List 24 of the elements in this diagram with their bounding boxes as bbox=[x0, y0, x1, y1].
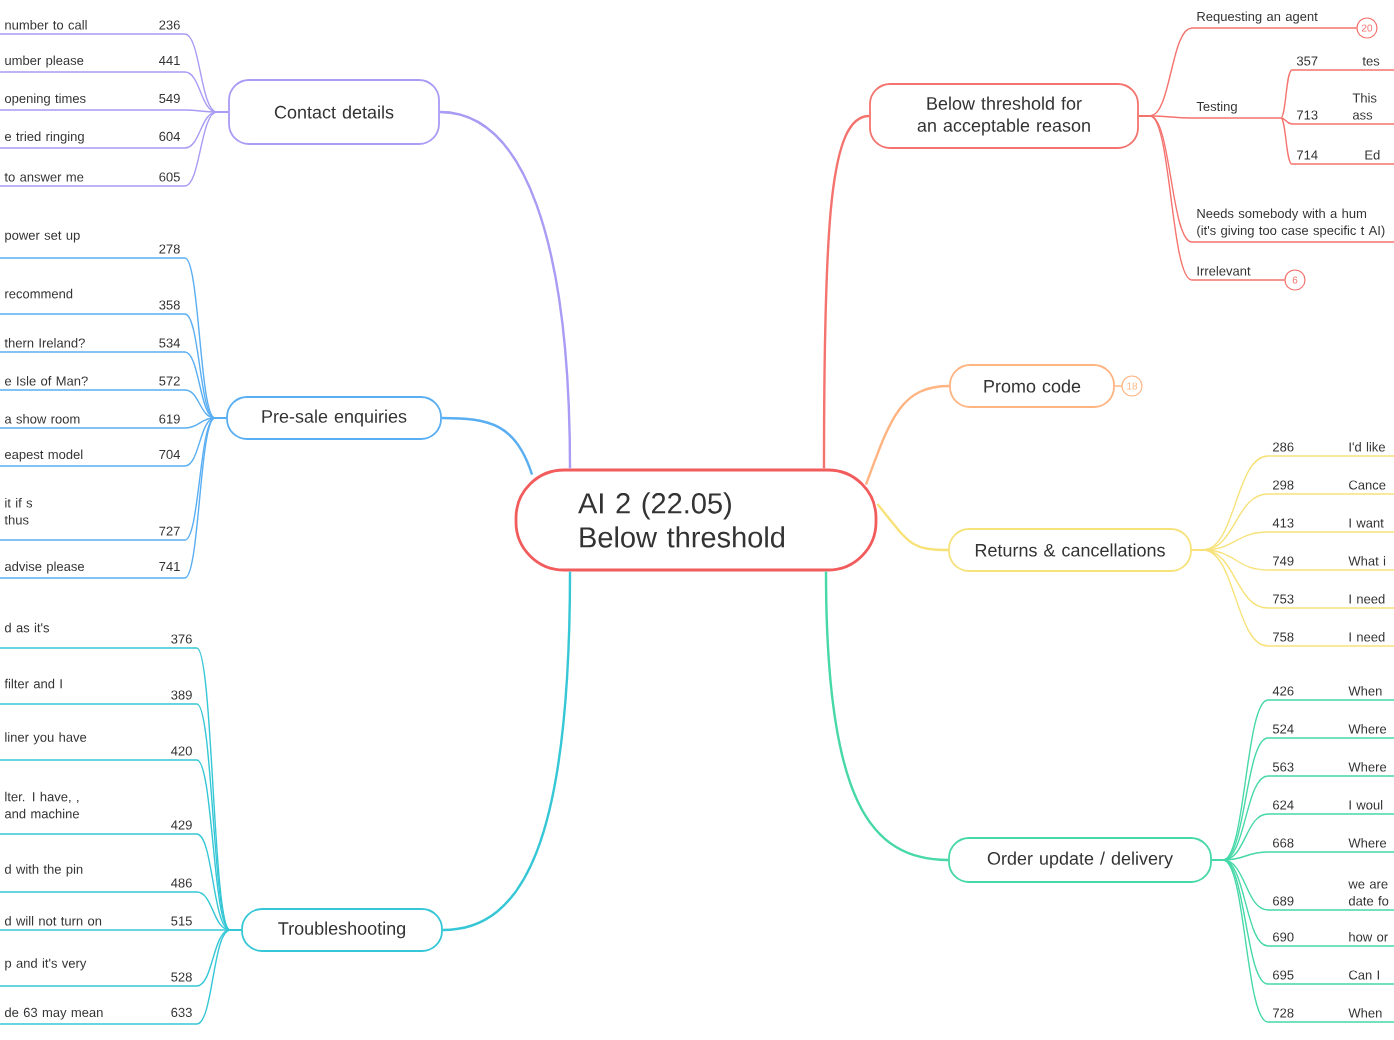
connector bbox=[824, 571, 949, 862]
connector bbox=[1211, 859, 1394, 1023]
branch-topic: Below threshold for an acceptable reason bbox=[869, 83, 1139, 149]
connector bbox=[0, 111, 229, 187]
connector bbox=[1280, 117, 1394, 165]
connector bbox=[1280, 69, 1394, 119]
central-topic: AI 2 (22.05) Below threshold bbox=[514, 468, 878, 572]
connector bbox=[441, 416, 534, 475]
connector bbox=[822, 114, 870, 469]
branch-topic: Promo code bbox=[949, 364, 1115, 408]
branch-topic: Pre-sale enquiries bbox=[226, 396, 442, 440]
connector bbox=[0, 417, 227, 579]
branch-topic: Returns & cancellations bbox=[948, 528, 1192, 572]
branch-topic: Contact details bbox=[228, 79, 440, 145]
connector bbox=[864, 384, 950, 485]
connector bbox=[442, 571, 572, 932]
connector bbox=[876, 503, 949, 552]
branch-topic: Order update / delivery bbox=[948, 837, 1212, 883]
connector bbox=[439, 110, 572, 469]
connector bbox=[1191, 549, 1394, 647]
connector bbox=[0, 929, 242, 1025]
branch-topic: Troubleshooting bbox=[241, 908, 443, 952]
connector bbox=[1138, 115, 1286, 281]
connector bbox=[1280, 117, 1394, 125]
